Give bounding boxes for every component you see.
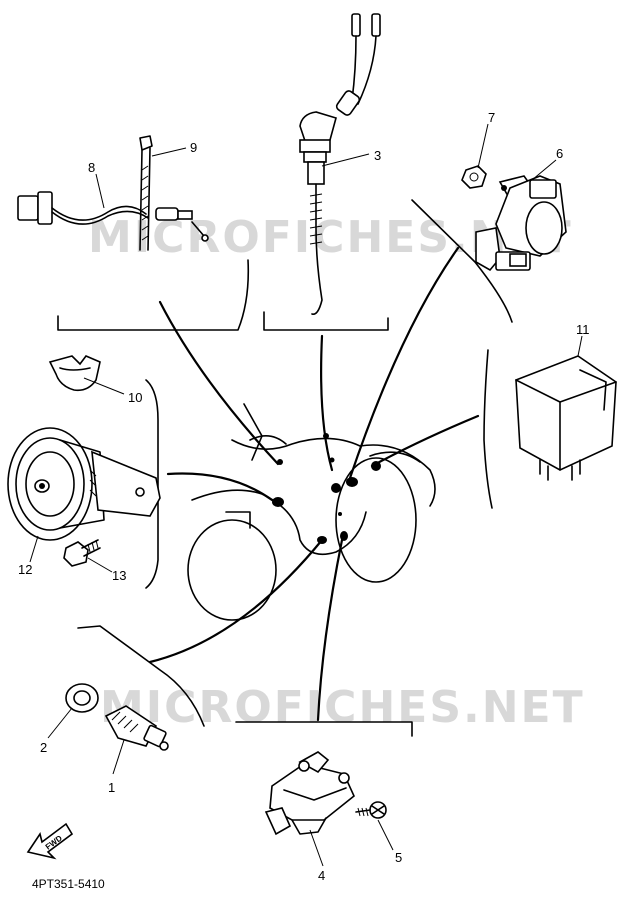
part-1-sensor <box>104 705 169 751</box>
callout-leaders <box>29 123 583 867</box>
part-2-washer <box>65 683 99 713</box>
part-3-switch-lead <box>299 13 381 316</box>
group-brackets <box>57 199 513 737</box>
part-4-switch-assembly <box>264 751 355 836</box>
part-8-wire-lead <box>17 191 209 242</box>
callout-13: 13 <box>112 568 126 583</box>
callout-5: 5 <box>395 850 402 865</box>
callout-labels: 1 2 3 4 5 6 7 8 9 10 11 12 13 <box>18 110 590 883</box>
leader-lines <box>148 246 480 722</box>
motorcycle-outline <box>187 403 436 621</box>
callout-12: 12 <box>18 562 32 577</box>
part-10-clip <box>48 355 101 392</box>
part-12-horn <box>7 427 161 541</box>
part-9-cable-tie <box>139 135 153 251</box>
drawing-code: 4PT351-5410 <box>32 877 105 891</box>
callout-4: 4 <box>318 868 325 883</box>
part-11-control-unit <box>515 355 617 481</box>
callout-7: 7 <box>488 110 495 125</box>
callout-11: 11 <box>576 322 590 337</box>
callout-8: 8 <box>88 160 95 175</box>
part-13-bolt <box>63 539 101 567</box>
callout-9: 9 <box>190 140 197 155</box>
part-6-actuator <box>475 175 567 272</box>
callout-6: 6 <box>556 146 563 161</box>
callout-1: 1 <box>108 780 115 795</box>
part-5-screw <box>355 801 387 819</box>
watermark-bottom: MICROFICHES.NET <box>100 682 585 733</box>
callout-10: 10 <box>128 390 142 405</box>
part-7-nut <box>461 165 487 189</box>
callout-3: 3 <box>374 148 381 163</box>
fwd-arrow-icon: FWD <box>26 822 74 860</box>
callout-2: 2 <box>40 740 47 755</box>
